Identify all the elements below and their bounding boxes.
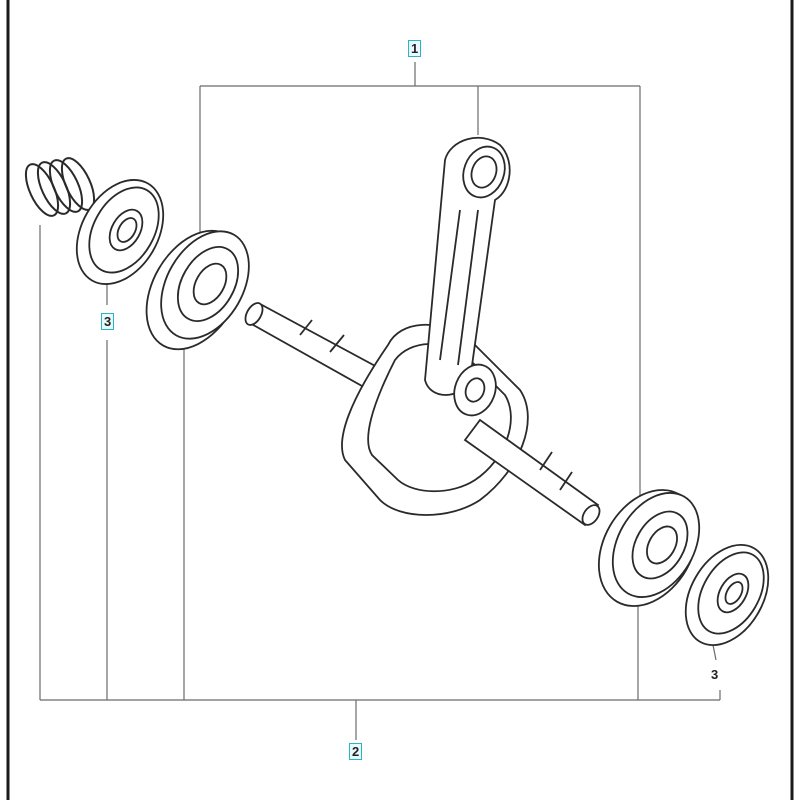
bearing-right: [597, 489, 701, 607]
leader-bracket-top: [199, 62, 641, 500]
leader-bracket-bottom: [39, 225, 721, 740]
oil-seal-right: [684, 543, 770, 647]
callout-part-3-left[interactable]: 3: [101, 313, 115, 330]
callout-part-3-right[interactable]: 3: [711, 667, 719, 682]
bearing-left: [145, 229, 250, 351]
crankshaft-right-shaft: [463, 418, 601, 527]
connecting-rod: [424, 136, 511, 417]
callout-part-2[interactable]: 2: [349, 743, 363, 760]
oil-seal-left: [75, 179, 165, 285]
callout-part-1[interactable]: 1: [408, 40, 422, 57]
